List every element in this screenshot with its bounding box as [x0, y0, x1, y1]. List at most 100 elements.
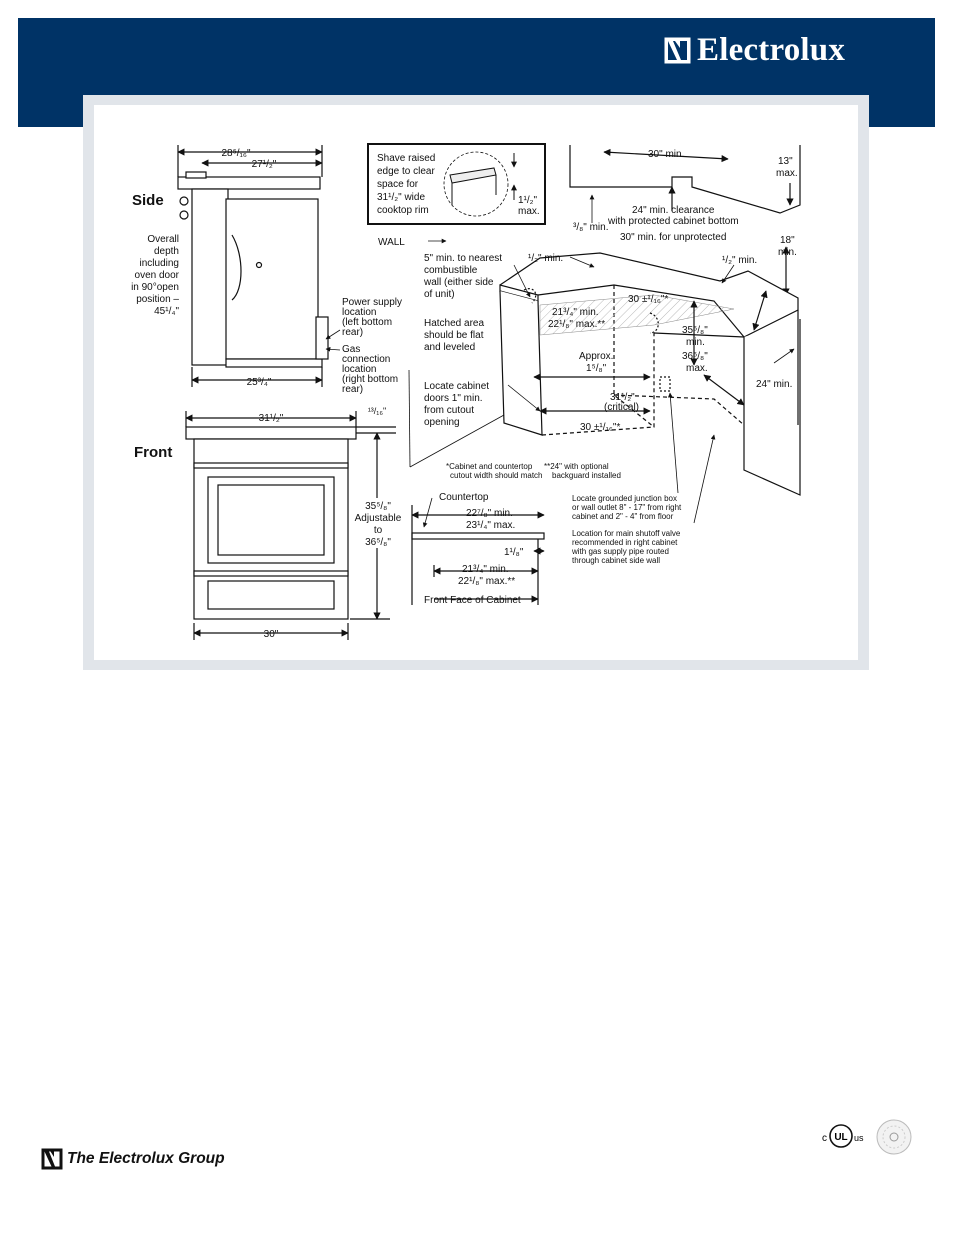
- svg-text:35⁵/₈": 35⁵/₈": [682, 325, 708, 336]
- svg-text:location: location: [342, 364, 376, 375]
- svg-text:rear): rear): [342, 384, 363, 395]
- overall-depth-text: Overall depth including oven door in 90°…: [131, 234, 180, 317]
- svg-text:Power supply: Power supply: [342, 297, 402, 308]
- svg-text:UL: UL: [834, 1132, 847, 1143]
- ul-listed-icon: c UL us: [822, 1124, 864, 1148]
- svg-text:Locate grounded junction box: Locate grounded junction box: [572, 494, 677, 503]
- svg-text:30 ±¹/₁₆"*: 30 ±¹/₁₆"*: [580, 422, 620, 433]
- svg-text:should be flat: should be flat: [424, 330, 484, 341]
- front-heading: Front: [134, 444, 172, 461]
- svg-text:¹/₂" min.: ¹/₂" min.: [528, 253, 563, 264]
- svg-text:³/₈" min.: ³/₈" min.: [573, 222, 608, 233]
- front-height-text: 35⁵/₈" Adjustable to 36⁵/₈": [352, 498, 404, 548]
- svg-text:with protected cabinet bottom: with protected cabinet bottom: [607, 216, 739, 227]
- svg-text:35⁵/₈": 35⁵/₈": [365, 501, 391, 512]
- svg-text:max.: max.: [518, 206, 540, 217]
- svg-text:5" min. to nearest: 5" min. to nearest: [424, 253, 502, 264]
- design-certified-seal-icon: [876, 1119, 912, 1155]
- electrolux-group-logo-icon: [41, 1148, 63, 1170]
- svg-text:36⁵/₈": 36⁵/₈": [365, 537, 391, 548]
- svg-text:Gas: Gas: [342, 344, 360, 355]
- group-name: The Electrolux Group: [67, 1150, 225, 1167]
- dim-30-min: 30" min.: [648, 149, 684, 160]
- svg-text:Adjustable: Adjustable: [355, 513, 402, 524]
- svg-text:(left bottom: (left bottom: [342, 317, 392, 328]
- brand-name: Electrolux: [697, 32, 846, 68]
- svg-text:cabinet and 2" - 4" from floor: cabinet and 2" - 4" from floor: [572, 512, 674, 521]
- gas-connection-text: Gas connection location (right bottom re…: [342, 344, 398, 395]
- svg-text:1⁵/₈": 1⁵/₈": [586, 363, 607, 374]
- shave-text: Shave raised edge to clear space for 31¹…: [377, 153, 540, 217]
- svg-text:30 ±¹/₁₆"*: 30 ±¹/₁₆"*: [628, 294, 668, 305]
- certification-marks: c UL us: [822, 1119, 912, 1155]
- svg-text:13": 13": [778, 156, 793, 167]
- svg-text:space for: space for: [377, 179, 419, 190]
- svg-text:Shave raised: Shave raised: [377, 153, 435, 164]
- svg-text:wall (either side: wall (either side: [423, 277, 494, 288]
- svg-text:min.: min.: [778, 247, 797, 258]
- svg-text:45¹/₄": 45¹/₄": [154, 306, 179, 317]
- power-supply-text: Power supply location (left bottom rear): [342, 297, 402, 338]
- side-dim-overall-top: 28⁵/₁₆": [221, 148, 250, 159]
- svg-text:1¹/₂": 1¹/₂": [518, 195, 538, 206]
- svg-text:combustible: combustible: [424, 265, 478, 276]
- cabinet-drawing: [408, 145, 801, 524]
- svg-text:connection: connection: [342, 354, 390, 365]
- svg-text:Approx.: Approx.: [579, 351, 613, 362]
- svg-text:23¹/₄" max.: 23¹/₄" max.: [466, 520, 515, 531]
- front-dim-top: 31¹/₂": [259, 413, 284, 424]
- svg-text:edge to clear: edge to clear: [377, 166, 435, 177]
- svg-text:Location for main shutoff valv: Location for main shutoff valve: [572, 529, 681, 538]
- svg-text:24" min. clearance: 24" min. clearance: [632, 205, 715, 216]
- svg-text:cutout width should match: cutout width should match: [450, 471, 543, 480]
- svg-text:31¹/₂" wide: 31¹/₂" wide: [377, 192, 425, 203]
- svg-text:Hatched area: Hatched area: [424, 318, 484, 329]
- electrolux-logo-icon: [664, 37, 691, 64]
- svg-text:position –: position –: [136, 294, 179, 305]
- svg-text:22¹/₈" max.**: 22¹/₈" max.**: [548, 319, 605, 330]
- svg-text:WALL: WALL: [378, 237, 405, 248]
- svg-text:backguard installed: backguard installed: [552, 471, 621, 480]
- front-view: [185, 411, 396, 640]
- svg-text:max.: max.: [776, 168, 798, 179]
- svg-text:location: location: [342, 307, 376, 318]
- side-view: [177, 145, 329, 387]
- countertop-text: Countertop 22⁷/₈" min. 23¹/₄" max. 1¹/₈"…: [424, 492, 524, 606]
- svg-text:¹/₂" min.: ¹/₂" min.: [722, 255, 757, 266]
- cabinet-text: 30" min. 13" max. ³/₈" min. 24" min. cle…: [378, 149, 798, 433]
- side-dim-top: 27¹/₂": [252, 159, 277, 170]
- svg-text:**24" with optional: **24" with optional: [544, 462, 609, 471]
- svg-text:1¹/₈": 1¹/₈": [504, 547, 524, 558]
- svg-text:from cutout: from cutout: [424, 405, 474, 416]
- countertop-detail: [411, 497, 545, 605]
- svg-text:us: us: [854, 1133, 864, 1143]
- svg-text:31¹/₂": 31¹/₂": [610, 392, 635, 403]
- svg-text:and leveled: and leveled: [424, 342, 475, 353]
- svg-text:21³/₄" min.: 21³/₄" min.: [462, 564, 509, 575]
- svg-text:in 90°open: in 90°open: [131, 282, 179, 293]
- svg-text:cooktop rim: cooktop rim: [377, 205, 429, 216]
- svg-text:18": 18": [780, 235, 795, 246]
- svg-text:c: c: [822, 1133, 827, 1144]
- svg-text:36⁵/₈": 36⁵/₈": [682, 351, 708, 362]
- svg-text:with gas supply pipe routed: with gas supply pipe routed: [571, 547, 669, 556]
- svg-text:opening: opening: [424, 417, 460, 428]
- svg-text:22¹/₈" max.**: 22¹/₈" max.**: [458, 576, 515, 587]
- svg-text:24" min.: 24" min.: [756, 379, 792, 390]
- brand-logo: Electrolux: [664, 32, 845, 69]
- footnotes: *Cabinet and countertop cutout width sho…: [446, 462, 682, 565]
- svg-text:recommended in right cabinet: recommended in right cabinet: [572, 538, 678, 547]
- svg-text:min.: min.: [686, 337, 705, 348]
- svg-text:30" min. for unprotected: 30" min. for unprotected: [620, 232, 726, 243]
- svg-text:including: including: [140, 258, 179, 269]
- side-heading: Side: [132, 192, 164, 209]
- svg-text:rear): rear): [342, 327, 363, 338]
- svg-text:max.: max.: [686, 363, 708, 374]
- svg-text:22⁷/₈" min.: 22⁷/₈" min.: [466, 508, 513, 519]
- svg-text:Locate cabinet: Locate cabinet: [424, 381, 489, 392]
- front-dim-bottom: 30": [264, 629, 279, 640]
- side-dim-bottom: 25³/₄": [247, 377, 272, 388]
- svg-text:doors 1" min.: doors 1" min.: [424, 393, 483, 404]
- svg-text:(critical): (critical): [604, 402, 639, 413]
- installation-diagram: Side 28⁵/₁₆" 27¹/₂" 25³/₄" Overall depth…: [131, 143, 801, 640]
